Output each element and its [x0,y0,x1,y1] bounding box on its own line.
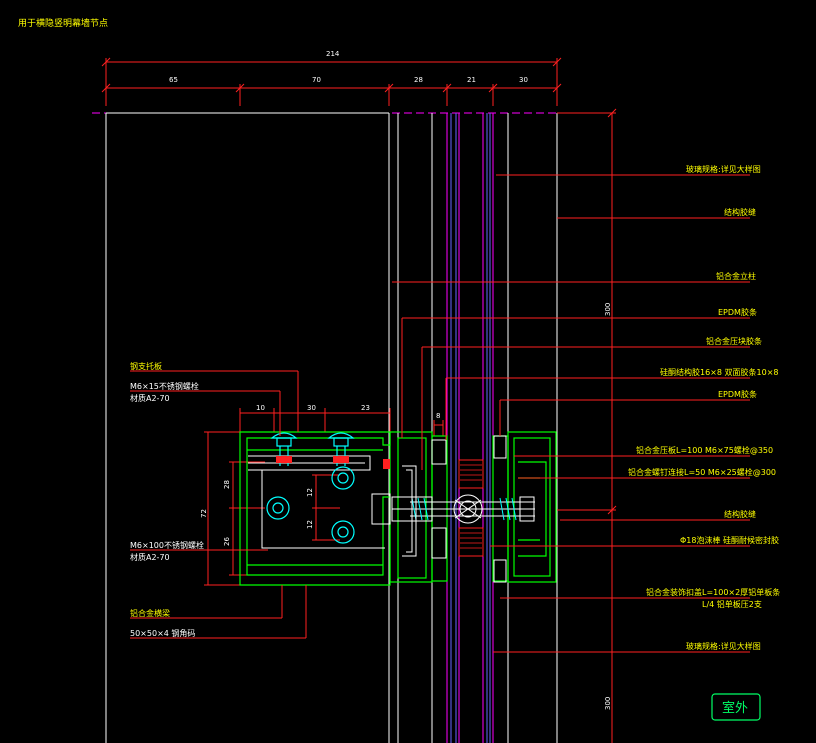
dim-right-upper: 300 [604,303,612,316]
label-steel-plate: 钢支托板 [130,361,162,371]
bolt-holes [266,466,355,544]
label-transom: 铝合金横梁 [130,608,170,618]
label-glass-spec-top: 玻璃规格:详见大样图 [686,164,761,174]
dim-23: 23 [361,404,370,412]
right-leaders [392,174,750,653]
glass-panes [446,113,494,743]
mullion-hook [402,465,417,557]
foam-rod [453,494,483,524]
label-mullion: 铝合金立柱 [716,271,756,281]
dim-12-lower: 12 [306,520,314,529]
label-screw-connection: 铝合金螺钉连接L=50 M6×25螺栓@300 [628,467,776,477]
red-block [383,459,390,469]
label-a2-70-top: 材质A2-70 [130,393,170,403]
dim-70: 70 [312,76,321,84]
bolt-thread [411,497,517,521]
dim-total: 214 [326,50,340,58]
label-pressure-plate: 铝合金压板L=100 M6×75螺栓@350 [636,445,773,455]
dim-10: 10 [256,404,265,412]
room-label-box [711,693,761,721]
dim-30-left: 30 [307,404,316,412]
bolt-nut-left [276,456,292,463]
label-structural-joint-top: 结构胶缝 [724,207,756,217]
label-l4: L/4 铝单板压2支 [702,599,762,609]
bolt-nut-right [333,456,349,463]
dim-26-v: 26 [223,537,231,546]
label-m6-100: M6×100不锈钢螺栓 [130,540,204,550]
room-label: 室外 [722,700,748,716]
left-leaders [130,370,307,639]
dim-right-lower: 300 [604,697,612,710]
label-epdm-bottom: EPDM胶条 [718,389,757,399]
dim-8: 8 [436,412,440,420]
dim-65: 65 [169,76,178,84]
dim-21: 21 [467,76,476,84]
dim-12-upper: 12 [306,488,314,497]
label-glass-spec-bottom: 玻璃规格:详见大样图 [686,641,761,651]
label-angle: 50×50×4 钢角码 [130,628,195,638]
right-dimension-line [557,108,617,743]
top-dimension-chain [101,57,562,106]
label-epdm-top: EPDM胶条 [718,307,757,317]
dim-30: 30 [519,76,528,84]
label-silicone: 硅酮结构胶16×8 双面胶条10×8 [660,367,779,377]
vertical-structure-lines [105,112,558,743]
label-a2-70-bottom: 材质A2-70 [130,552,170,562]
label-structural-joint-bottom: 结构胶缝 [724,509,756,519]
label-m6-15: M6×15不锈钢螺栓 [130,381,199,391]
sealant-hatch [460,464,482,549]
label-cover-cap: 铝合金装饰扣盖L=100×2厚铝单板条 [646,587,780,597]
label-plate-gasket: 铝合金压块胶条 [706,336,762,346]
dim-28: 28 [414,76,423,84]
label-foam-rod: Φ18泡沫棒 硅酮耐候密封胶 [680,535,779,545]
dim-28-v: 28 [223,480,231,489]
dim-72: 72 [200,509,208,518]
drawing-title: 用于横隐竖明幕墙节点 [18,17,108,29]
